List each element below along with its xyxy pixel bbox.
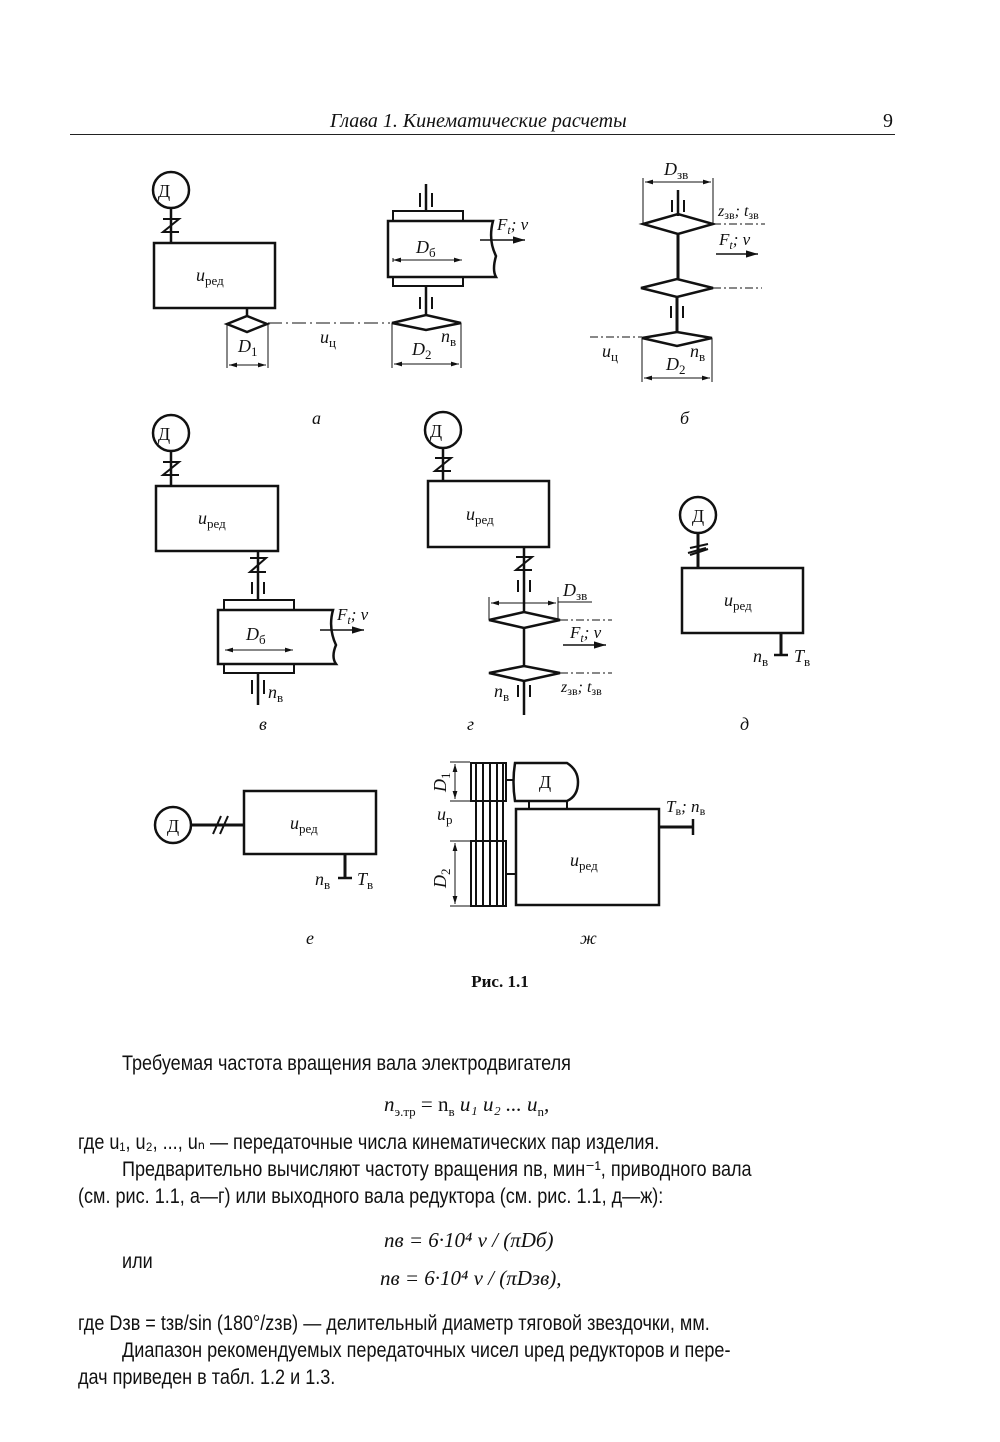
label-force: Ft; v (336, 605, 369, 627)
sprocket-icon (488, 610, 561, 630)
label-D2: D2 (411, 339, 432, 362)
reducer-box (514, 807, 661, 907)
panel-letter-e: е (306, 928, 314, 948)
panel-letter-b: б (680, 408, 690, 428)
label-nv: nв (268, 682, 283, 705)
chapter-title: Глава 1. Кинематические расчеты (330, 110, 627, 132)
page-number: 9 (883, 110, 893, 132)
panel-b (590, 178, 765, 382)
label-uc: uц (602, 341, 618, 364)
figure-1-1: Д uред D1 uц D2 nв Dб Ft; v а Dзв zзв; t… (151, 159, 810, 948)
paragraph: Предварительно вычисляют частоту вращени… (122, 1158, 752, 1181)
panel-letter-zh: ж (580, 928, 597, 948)
pulley-icon (470, 762, 507, 802)
reducer-label: uред (570, 850, 598, 873)
motor-label: Д (430, 421, 442, 441)
sprocket-icon (638, 212, 718, 236)
label-D2: D2 (665, 354, 686, 377)
panel-zh (450, 761, 695, 907)
panel-d (678, 495, 805, 657)
reducer-box (242, 789, 378, 856)
sprocket-icon (223, 314, 271, 334)
motor-label: Д (692, 506, 704, 526)
coupling-icon (160, 218, 182, 233)
panel-e (153, 789, 378, 880)
figure-caption: Рис. 1.1 (471, 972, 529, 991)
paragraph: (см. рис. 1.1, а—г) или выходного вала р… (78, 1185, 664, 1208)
reducer-box (154, 484, 280, 553)
label-force: Ft; v (569, 623, 602, 645)
label-T-n: Tв; nв (666, 797, 706, 818)
label-uc: uц (320, 327, 336, 350)
label-force: Ft; v (496, 215, 529, 237)
reducer-label: uред (724, 590, 752, 613)
drum-icon (216, 608, 339, 666)
formula-sprocket: nв = 6·10⁴ v / (πDзв), (380, 1266, 562, 1290)
label-Db: Dб (245, 624, 266, 647)
panel-a (151, 170, 525, 368)
label-nv: nв (690, 341, 705, 364)
paragraph: где Dзв = tзв/sin (180°/zзв) — делительн… (78, 1312, 710, 1335)
label-Db: Dб (415, 237, 436, 260)
panel-g (423, 410, 612, 715)
motor-label: Д (158, 424, 170, 444)
formula-motor-speed: nэ.тр = nв u₁ u₂ ... un, (384, 1092, 550, 1120)
reducer-label: uред (466, 504, 494, 527)
motor-label: Д (539, 772, 551, 792)
motor-label: Д (167, 816, 179, 836)
label-z-t: zзв; tзв (560, 679, 602, 698)
text-or: или (122, 1250, 153, 1273)
paragraph: Требуемая частота вращения вала электрод… (122, 1052, 571, 1075)
label-D1: D1 (430, 773, 453, 794)
label-nv: nв (441, 326, 456, 349)
reducer-label: uред (198, 508, 226, 531)
panel-letter-v: в (259, 714, 267, 734)
drum-icon (386, 219, 499, 279)
running-header: Глава 1. Кинематические расчеты 9 (70, 110, 895, 135)
sprocket-icon (640, 277, 714, 299)
panel-v (151, 413, 364, 705)
formula-drum: nв = 6·10⁴ v / (πDб) (384, 1228, 554, 1252)
label-Dzv: Dзв (663, 159, 688, 182)
label-D1: D1 (237, 336, 258, 359)
panel-letter-g: г (467, 714, 474, 734)
panel-letter-a: а (312, 408, 321, 428)
reducer-box (680, 566, 805, 635)
reducer-box (426, 479, 551, 549)
label-Tv: Tв (794, 646, 810, 669)
label-D2: D2 (430, 869, 453, 890)
label-force: Ft; v (718, 230, 751, 252)
label-nv: nв (753, 646, 768, 669)
motor-icon (512, 761, 580, 803)
sprocket-icon (488, 664, 561, 683)
paragraph: где u₁, u₂, ..., uₙ — передаточные числа… (78, 1131, 660, 1154)
label-nv: nв (494, 681, 509, 704)
label-Dzv: Dзв (562, 580, 587, 603)
label-nv: nв (315, 869, 330, 892)
reducer-label: uред (196, 265, 224, 288)
sprocket-icon (391, 313, 462, 332)
sprocket-icon (641, 330, 713, 348)
panel-letter-d: д (740, 714, 749, 734)
label-up: uр (437, 804, 453, 827)
label-z-t: zзв; tзв (717, 203, 759, 222)
paragraph: Диапазон рекомендуемых передаточных чисе… (122, 1339, 731, 1362)
label-Tv: Tв (357, 869, 373, 892)
motor-label: Д (158, 181, 170, 201)
reducer-label: uред (290, 813, 318, 836)
reducer-box (152, 241, 277, 310)
paragraph: дач приведен в табл. 1.2 и 1.3. (78, 1366, 336, 1389)
